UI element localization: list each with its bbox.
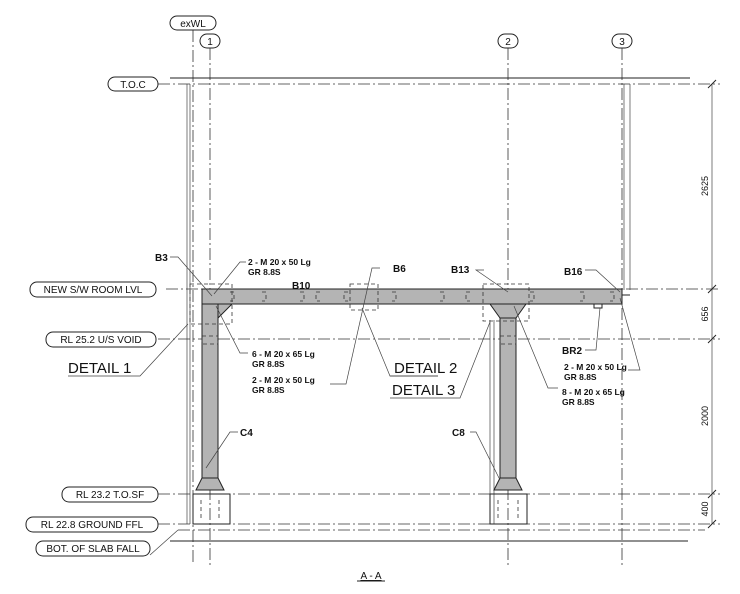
level-lines: [149, 83, 720, 556]
svg-text:2 - M 20 x 50 Lg: 2 - M 20 x 50 Lg: [252, 375, 315, 385]
label-b6: B6: [393, 264, 406, 275]
label-c4: C4: [240, 428, 253, 439]
svg-text:RL 23.2 T.O.SF: RL 23.2 T.O.SF: [76, 490, 144, 501]
dim-400: 400: [700, 501, 710, 516]
svg-text:6 - M 20 x 65 Lg: 6 - M 20 x 65 Lg: [252, 349, 315, 359]
bolt-note-5: 8 - M 20 x 65 Lg GR 8.8S: [562, 387, 625, 407]
dim-2625: 2625: [700, 176, 710, 196]
svg-text:2 - M 20 x 50 Lg: 2 - M 20 x 50 Lg: [564, 362, 627, 372]
column-c8: [489, 303, 527, 491]
svg-text:GR 8.8S: GR 8.8S: [564, 372, 597, 382]
dimension-string: 2625 656 2000 400: [700, 79, 717, 529]
dim-656: 656: [700, 306, 710, 321]
label-br2: BR2: [562, 346, 582, 357]
svg-text:8 - M 20 x 65 Lg: 8 - M 20 x 65 Lg: [562, 387, 625, 397]
beam-b10: [201, 288, 630, 305]
detail-boxes: [189, 283, 530, 325]
grid-bubble-3: 3: [611, 33, 633, 49]
grid-label: 3: [619, 37, 625, 48]
svg-text:T.O.C: T.O.C: [120, 80, 146, 91]
bolt-note-3: 2 - M 20 x 50 Lg GR 8.8S: [252, 375, 315, 395]
svg-text:RL 25.2 U/S VOID: RL 25.2 U/S VOID: [60, 335, 141, 346]
level-tag-new-sw-room: NEW S/W ROOM LVL: [29, 281, 157, 298]
label-c8: C8: [452, 428, 465, 439]
bolt-note-2: 6 - M 20 x 65 Lg GR 8.8S: [252, 349, 315, 369]
section-title: A - A: [360, 571, 381, 582]
grid-bubble-2: 2: [497, 33, 519, 49]
detail-2-callout[interactable]: DETAIL 2: [394, 360, 457, 377]
svg-text:GR 8.8S: GR 8.8S: [252, 385, 285, 395]
column-c4: [195, 303, 234, 491]
svg-text:GR 8.8S: GR 8.8S: [562, 397, 595, 407]
br2-bracket: [593, 303, 603, 309]
level-tag-rl-25-2: RL 25.2 U/S VOID: [45, 331, 157, 348]
svg-text:2 - M 20 x 50 Lg: 2 - M 20 x 50 Lg: [248, 257, 311, 267]
wall-outlines: [170, 77, 690, 542]
svg-text:BOT. OF SLAB FALL: BOT. OF SLAB FALL: [46, 544, 140, 555]
level-tag-bot-slab: BOT. OF SLAB FALL: [35, 540, 151, 557]
label-b13: B13: [451, 265, 470, 276]
svg-text:NEW S/W ROOM LVL: NEW S/W ROOM LVL: [44, 285, 143, 296]
dim-2000: 2000: [700, 406, 710, 426]
level-tag-rl-23-2: RL 23.2 T.O.SF: [61, 486, 159, 503]
detail-3-callout[interactable]: DETAIL 3: [392, 382, 455, 399]
level-tag-toc: T.O.C: [107, 76, 159, 92]
level-tag-rl-22-8: RL 22.8 GROUND FFL: [25, 516, 159, 533]
grid-bubble-exwl: exWL: [169, 15, 217, 31]
label-b3: B3: [155, 253, 168, 264]
svg-text:GR 8.8S: GR 8.8S: [252, 359, 285, 369]
grid-label: 2: [505, 37, 511, 48]
grid-label: 1: [207, 37, 213, 48]
footings: [192, 493, 528, 525]
svg-text:RL 22.8 GROUND FFL: RL 22.8 GROUND FFL: [41, 520, 144, 531]
detail-1-callout[interactable]: DETAIL 1: [68, 360, 131, 377]
label-b10: B10: [292, 281, 311, 292]
grid-label: exWL: [180, 19, 206, 30]
bolt-note-4: 2 - M 20 x 50 Lg GR 8.8S: [564, 362, 627, 382]
leader-lines: [68, 256, 641, 481]
bolt-note-1: 2 - M 20 x 50 Lg GR 8.8S: [248, 257, 311, 277]
label-b16: B16: [564, 267, 583, 278]
svg-text:GR 8.8S: GR 8.8S: [248, 267, 281, 277]
grid-bubble-1: 1: [199, 33, 221, 49]
